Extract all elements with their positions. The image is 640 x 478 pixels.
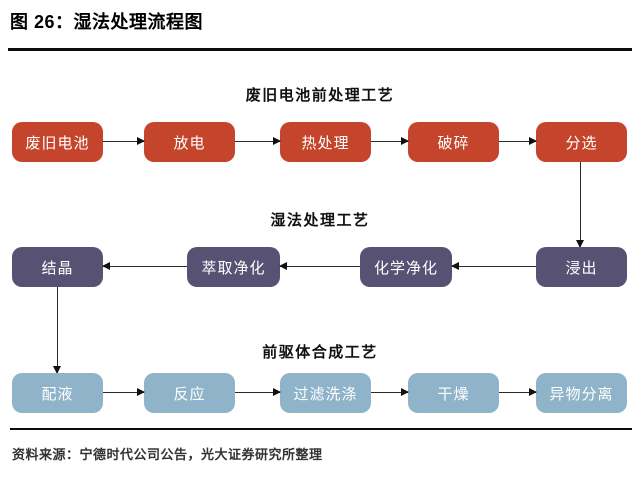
- figure-title: 图 26：湿法处理流程图: [10, 12, 204, 32]
- box-drying: 干燥: [408, 373, 499, 413]
- box-discharge: 放电: [144, 122, 235, 162]
- flow-arrow-down-icon: [52, 287, 61, 374]
- flow-arrow-right-icon: [103, 387, 145, 396]
- box-chemical-purification: 化学净化: [360, 247, 452, 287]
- section-label-pretreatment: 废旧电池前处理工艺: [245, 87, 395, 104]
- flow-arrow-left-icon: [279, 261, 360, 270]
- flow-arrow-down-icon: [575, 162, 584, 248]
- bottom-divider: [10, 428, 632, 430]
- section-label-precursor: 前驱体合成工艺: [262, 344, 378, 361]
- top-divider: [8, 48, 632, 51]
- box-sorting: 分选: [536, 122, 627, 162]
- flow-arrow-right-icon: [235, 136, 281, 145]
- box-heat-treatment: 热处理: [280, 122, 371, 162]
- box-leaching: 浸出: [536, 247, 627, 287]
- box-reaction: 反应: [144, 373, 235, 413]
- flow-arrow-left-icon: [102, 261, 187, 270]
- flow-arrow-right-icon: [235, 387, 281, 396]
- flow-arrow-right-icon: [499, 136, 537, 145]
- section-label-wet-process: 湿法处理工艺: [270, 212, 370, 229]
- flow-arrow-right-icon: [103, 136, 145, 145]
- box-filter-washing: 过滤洗涤: [280, 373, 371, 413]
- box-crushing: 破碎: [408, 122, 499, 162]
- flow-arrow-right-icon: [371, 136, 409, 145]
- box-waste-battery: 废旧电池: [12, 122, 103, 162]
- box-extraction-purification: 萃取净化: [187, 247, 280, 287]
- flow-arrow-right-icon: [499, 387, 537, 396]
- box-impurity-separation: 异物分离: [536, 373, 627, 413]
- flow-arrow-left-icon: [451, 261, 536, 270]
- box-solution-preparation: 配液: [12, 373, 103, 413]
- flow-arrow-right-icon: [371, 387, 409, 396]
- box-crystallization: 结晶: [12, 247, 103, 287]
- source-note: 资料来源：宁德时代公司公告，光大证券研究所整理: [12, 447, 323, 462]
